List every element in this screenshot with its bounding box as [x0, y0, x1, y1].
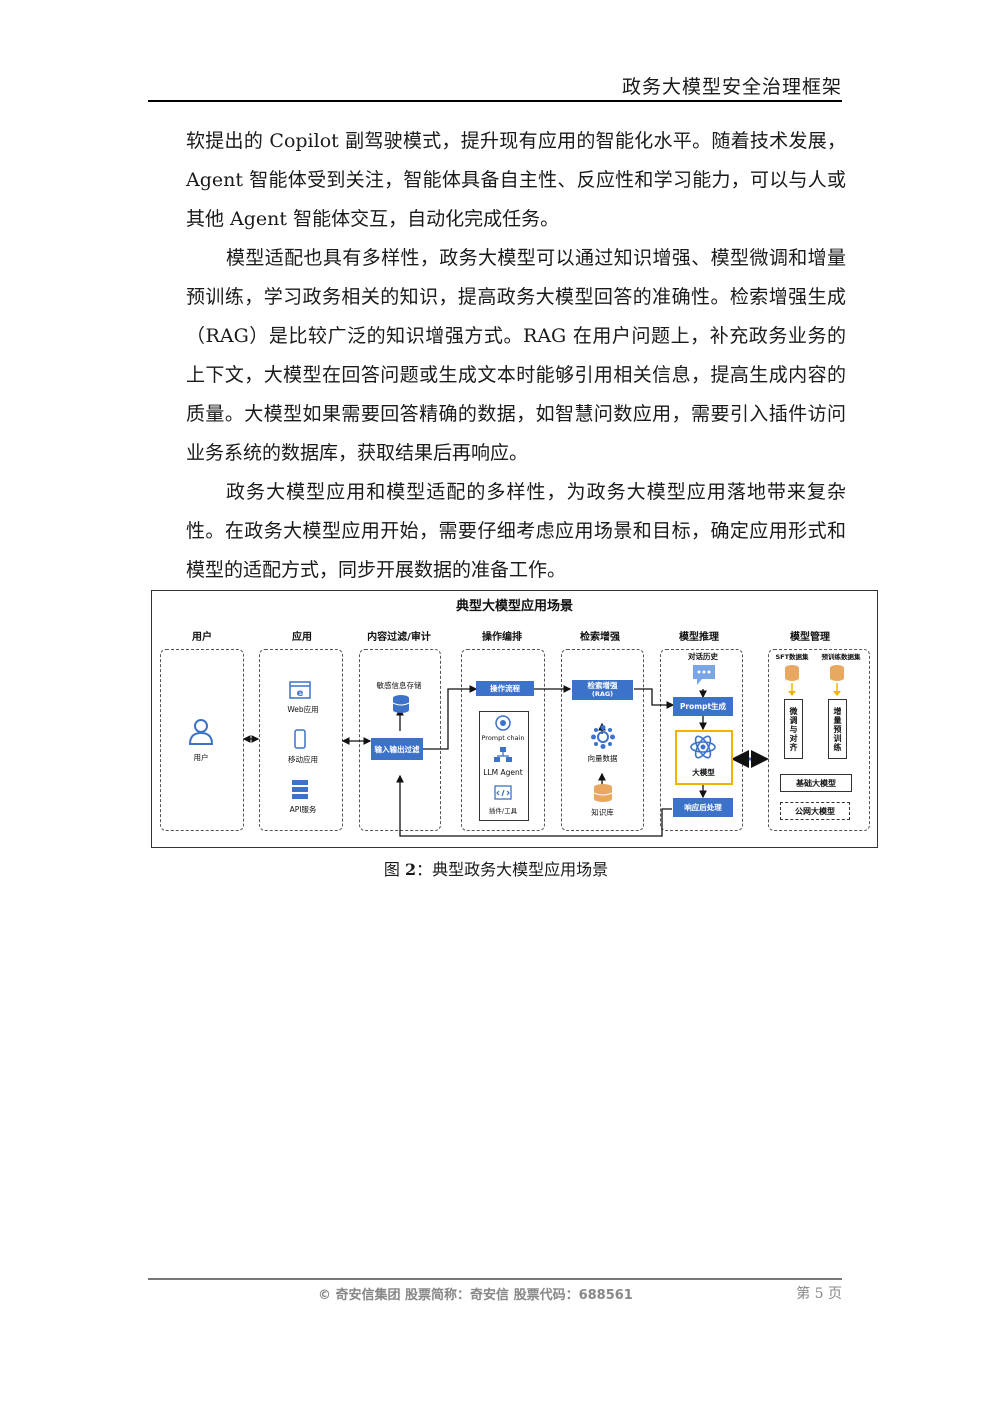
sft-db-icon	[785, 665, 799, 681]
header-title: 政务大模型安全治理框架	[621, 76, 842, 98]
vector-data-label: 向量数据	[587, 754, 618, 763]
figure-caption: 图 2：典型政务大模型应用场景	[0, 856, 992, 880]
panel-app	[259, 649, 343, 831]
knowledge-base-label: 知识库	[591, 808, 614, 817]
agent-tree-icon	[494, 747, 512, 762]
figure-app-scenarios: 典型大模型应用场景 用户 应用 内容过滤/审计 操作编排 检索增强 模型推理 模…	[151, 590, 878, 848]
col-head-management: 模型管理	[790, 632, 830, 643]
chat-bubble-icon	[693, 665, 715, 685]
llm-agent-label: LLM Agent	[483, 768, 523, 777]
col-head-retrieval: 检索增强	[580, 632, 620, 643]
col-head-app: 应用	[292, 632, 312, 643]
browser-icon: e	[289, 681, 311, 699]
rag-box: 检索增强 (RAG)	[572, 680, 633, 700]
vector-network-icon	[591, 725, 615, 749]
caption-prefix: 图	[383, 860, 405, 879]
svg-text:e: e	[297, 688, 304, 699]
app-label-web: Web应用	[287, 705, 319, 714]
incremental-box: 增量预训练	[828, 699, 847, 759]
server-icon	[292, 780, 308, 799]
post-process-box: 响应后处理	[673, 798, 733, 817]
panel-user	[160, 649, 244, 831]
flow-box: 操作流程	[476, 681, 534, 696]
plugin-code-icon	[494, 785, 512, 800]
prompt-chain-icon	[495, 715, 511, 731]
col-head-user: 用户	[192, 632, 212, 643]
user-label: 用户	[193, 753, 209, 762]
rag-label: 检索增强	[587, 681, 618, 690]
atom-icon	[690, 735, 716, 759]
footer-text: © 奇安信集团 股票简称：奇安信 股票代码：688561	[318, 1288, 633, 1303]
app-label-api: API服务	[289, 805, 317, 814]
finetune-box: 微调与对齐	[784, 699, 803, 759]
prompt-chain-label: Prompt chain	[481, 734, 525, 742]
prompt-gen-box: Prompt生成	[673, 697, 733, 716]
io-filter-box: 输入输出过滤	[371, 738, 423, 760]
database-icon	[392, 695, 410, 713]
history-label: 对话历史	[688, 652, 718, 661]
page-number: 第 5 页	[796, 1286, 842, 1302]
page-header: 政务大模型安全治理框架	[148, 66, 842, 102]
paragraph-1: 软提出的 Copilot 副驾驶模式，提升现有应用的智能化水平。随着技术发展，A…	[186, 130, 846, 230]
app-label-mobile: 移动应用	[288, 755, 318, 764]
pretrain-dataset-label: 预训练数据集	[821, 653, 861, 661]
col-head-inference: 模型推理	[679, 632, 719, 643]
col-head-orchestration: 操作编排	[482, 632, 522, 643]
knowledge-base-icon	[593, 784, 613, 802]
col-head-filter: 内容过滤/审计	[367, 632, 431, 643]
body-text: 软提出的 Copilot 副驾驶模式，提升现有应用的智能化水平。随着技术发展，A…	[186, 122, 846, 590]
user-icon	[189, 719, 213, 745]
paragraph-3: 政务大模型应用和模型适配的多样性，为政务大模型应用落地带来复杂性。在政务大模型应…	[186, 481, 846, 581]
pretrain-db-icon	[830, 665, 844, 681]
caption-text: ：典型政务大模型应用场景	[416, 860, 609, 879]
plugins-label: 插件/工具	[488, 807, 518, 815]
paragraph-2: 模型适配也具有多样性，政务大模型可以通过知识增强、模型微调和增量预训练，学习政务…	[186, 247, 846, 464]
management-down-arrows	[788, 683, 841, 696]
footer-rule	[148, 1278, 842, 1280]
public-model-box: 公网大模型	[780, 802, 850, 820]
caption-number: 2	[404, 860, 417, 879]
mobile-icon	[294, 729, 306, 749]
sft-dataset-label: SFT数据集	[775, 653, 809, 661]
llm-label: 大模型	[692, 768, 715, 777]
filter-storage-label: 敏感信息存储	[376, 681, 422, 690]
base-model-box: 基础大模型	[780, 774, 852, 792]
figure-title: 典型大模型应用场景	[455, 599, 573, 614]
rag-sub-label: (RAG)	[591, 690, 614, 698]
